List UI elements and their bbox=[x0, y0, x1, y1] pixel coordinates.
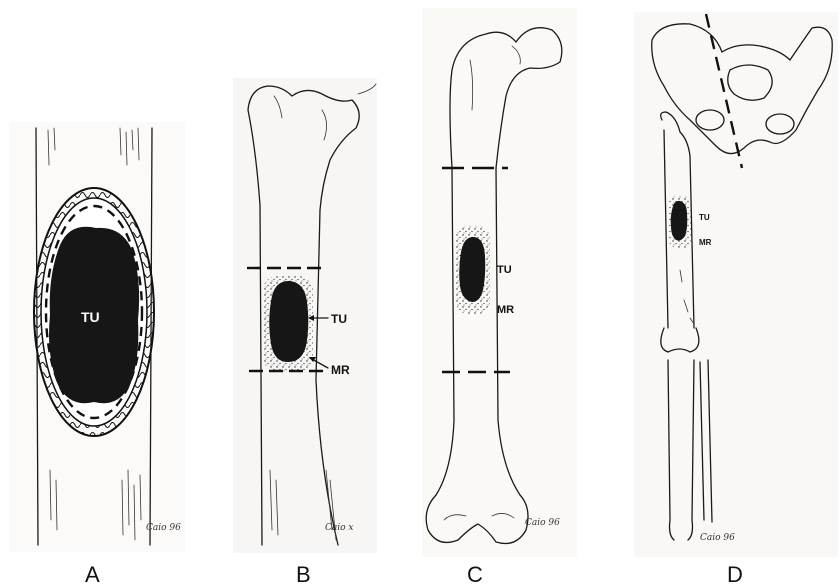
panel-d-letter: D bbox=[727, 562, 743, 586]
panel-d-paper bbox=[634, 12, 838, 557]
panel-c-tumor-label: TU bbox=[497, 264, 512, 276]
panel-c: TU MR Caio 96 C bbox=[422, 8, 577, 586]
panel-a-tumor-label: TU bbox=[81, 309, 100, 325]
panel-d-tumor-label: TU bbox=[699, 213, 710, 222]
panel-d-signature: Caio 96 bbox=[700, 533, 735, 543]
panel-a-letter: A bbox=[85, 562, 100, 586]
panel-b-margin-label: MR bbox=[331, 363, 350, 377]
panel-c-letter: C bbox=[467, 562, 483, 586]
panel-d: TU MR Caio 96 D bbox=[634, 12, 838, 586]
panel-b-signature: Caio x bbox=[325, 523, 354, 533]
panel-b-letter: B bbox=[296, 562, 311, 586]
panel-c-margin-label: MR bbox=[497, 304, 514, 316]
panel-a-signature: Caio 96 bbox=[146, 523, 181, 533]
panel-c-signature: Caio 96 bbox=[525, 518, 560, 528]
panel-c-tumor bbox=[459, 237, 485, 302]
panel-b-tumor bbox=[269, 281, 308, 362]
panel-d-margin-label: MR bbox=[699, 238, 712, 247]
panel-a: TU Caio 96 A bbox=[9, 122, 185, 586]
panel-b-tumor-label: TU bbox=[331, 312, 347, 326]
panel-d-tumor bbox=[671, 201, 688, 241]
panel-b: TU MR Caio x B bbox=[233, 78, 377, 586]
